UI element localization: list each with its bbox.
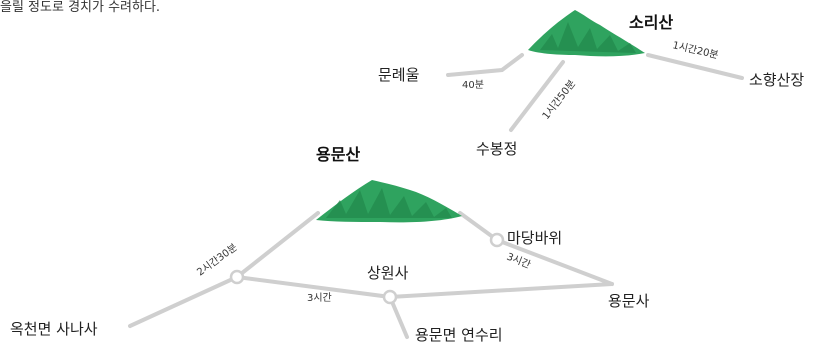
junction-okcheon [229, 269, 245, 285]
place-yeonsu: 용문면 연수리 [415, 326, 503, 344]
trails [128, 53, 744, 339]
sori-mountain-label: 소리산 [629, 13, 673, 32]
trail-sangwon-yongmunsa [235, 275, 614, 300]
place-sohyang: 소향산장 [749, 71, 804, 89]
trail-yongmun-yongmunsa [458, 211, 614, 286]
place-okcheon: 옥천면 사나사 [10, 320, 98, 338]
place-yongmunsa: 용문사 [608, 292, 650, 310]
time-munryeul: 40분 [462, 79, 484, 91]
trail-sori-sobongjeong [509, 60, 565, 132]
caption-text: 을릴 정도로 경치가 수려하다. [0, 0, 161, 15]
place-madang: 마당바위 [507, 229, 562, 247]
trail-sori-munryeul [446, 53, 524, 77]
sori-mountain-icon [528, 10, 645, 57]
place-sangwon: 상원사 [367, 264, 409, 282]
time-sohyang: 1시간20분 [671, 39, 719, 61]
place-sobongjeong: 수봉정 [476, 140, 517, 158]
trail-sori-sohyang [646, 53, 744, 80]
yongmun-mountain-label: 용문산 [316, 145, 360, 164]
trail-yongmun-okcheon [128, 211, 320, 328]
junction-madang [489, 232, 505, 248]
place-munryeul: 문례울 [378, 66, 419, 84]
junction-sangwon [382, 289, 398, 305]
yongmun-mountain-icon [316, 180, 462, 223]
time-sangwon: 3시간 [307, 292, 332, 304]
